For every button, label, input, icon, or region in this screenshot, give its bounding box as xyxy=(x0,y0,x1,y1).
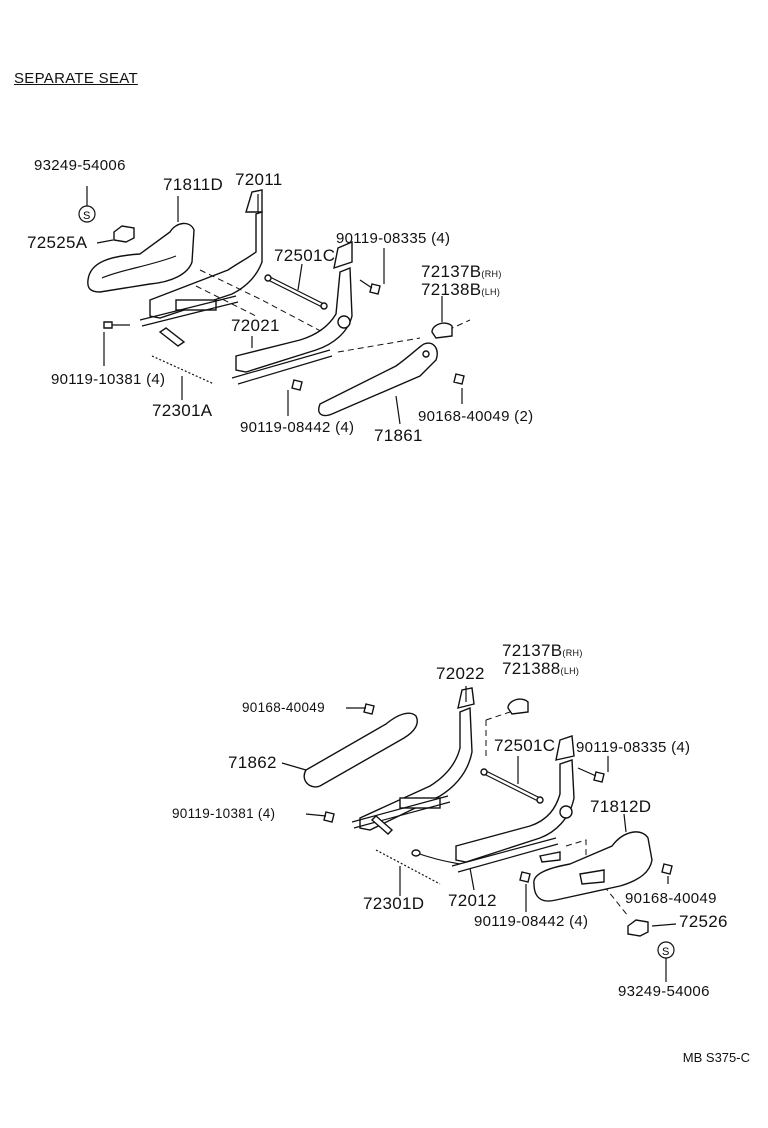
label-72525a: 72525A xyxy=(27,233,88,252)
label-90168-40049-lower-a: 90168-40049 xyxy=(242,700,325,715)
label-71861: 71861 xyxy=(374,426,423,445)
label-71862: 71862 xyxy=(228,753,277,772)
label-72137b-upper: 72137B(RH) xyxy=(421,262,502,281)
adjuster-72012 xyxy=(455,759,575,863)
label-93249-54006-upper: 93249-54006 xyxy=(34,157,126,174)
label-72301d: 72301D xyxy=(363,894,425,913)
cover-71862 xyxy=(303,712,418,788)
shield-71811d xyxy=(87,222,195,293)
rod-72501c-upper xyxy=(267,275,325,305)
adjuster-72021 xyxy=(235,266,353,373)
label-71811d: 71811D xyxy=(163,175,224,194)
label-90119-10381-lower: 90119-10381 (4) xyxy=(172,806,276,821)
rod-72501c-lower xyxy=(483,769,541,799)
label-90119-10381-upper: 90119-10381 (4) xyxy=(51,371,166,388)
label-72501c-lower: 72501C xyxy=(494,736,556,755)
cover-71861 xyxy=(318,342,438,417)
upper-assembly: S xyxy=(78,186,471,425)
label-90119-08335-upper: 90119-08335 (4) xyxy=(336,230,451,247)
label-71812d: 71812D xyxy=(590,797,652,816)
label-90119-08442-upper: 90119-08442 (4) xyxy=(240,419,355,436)
label-93249-54006-lower: 93249-54006 xyxy=(618,983,710,1000)
screw-90168-40049-lower-b xyxy=(661,863,673,875)
diagram-title: SEPARATE SEAT xyxy=(14,70,138,87)
screw-90168-40049-lower-a xyxy=(363,703,375,715)
cable-72301d xyxy=(375,849,441,885)
label-72011: 72011 xyxy=(235,170,283,189)
label-72012: 72012 xyxy=(448,891,497,910)
label-72138b-lower: 721388(LH) xyxy=(502,659,580,678)
shield-71812d xyxy=(533,831,653,902)
cable-72301a xyxy=(151,355,215,385)
label-72022: 72022 xyxy=(436,664,485,683)
label-72526: 72526 xyxy=(679,912,728,931)
label-90168-40049-upper: 90168-40049 (2) xyxy=(418,408,534,425)
bolt-90119-08335-upper xyxy=(369,283,381,295)
label-72301a: 72301A xyxy=(152,401,213,420)
adjuster-72011 xyxy=(149,211,263,319)
s-symbol-upper-text: S xyxy=(83,210,90,222)
screw-90168-40049-upper xyxy=(453,373,465,385)
s-symbol-lower-text: S xyxy=(662,946,669,958)
diagram-reference-code: MB S375-C xyxy=(682,1050,750,1065)
cap-72137b-lower xyxy=(507,698,529,715)
label-72137b-lower: 72137B(RH) xyxy=(502,641,583,660)
clip-72526 xyxy=(627,919,649,937)
label-90168-40049-lower-b: 90168-40049 xyxy=(625,890,717,907)
bolt-90119-10381-upper xyxy=(103,321,113,329)
label-90119-08442-lower: 90119-08442 (4) xyxy=(474,913,589,930)
lower-assembly: S xyxy=(281,686,677,982)
label-72021: 72021 xyxy=(231,316,280,335)
bolt-90119-10381-lower xyxy=(323,811,335,823)
clip-72525a xyxy=(113,225,135,243)
bolt-90119-08442-lower xyxy=(519,871,531,883)
bolt-90119-08335-lower xyxy=(593,771,605,783)
label-90119-08335-lower: 90119-08335 (4) xyxy=(576,739,691,756)
label-72501c-upper: 72501C xyxy=(274,246,336,265)
label-72138b-upper: 72138B(LH) xyxy=(421,280,501,299)
cap-72137b-upper xyxy=(431,322,453,339)
bolt-90119-08442-upper xyxy=(291,379,303,391)
